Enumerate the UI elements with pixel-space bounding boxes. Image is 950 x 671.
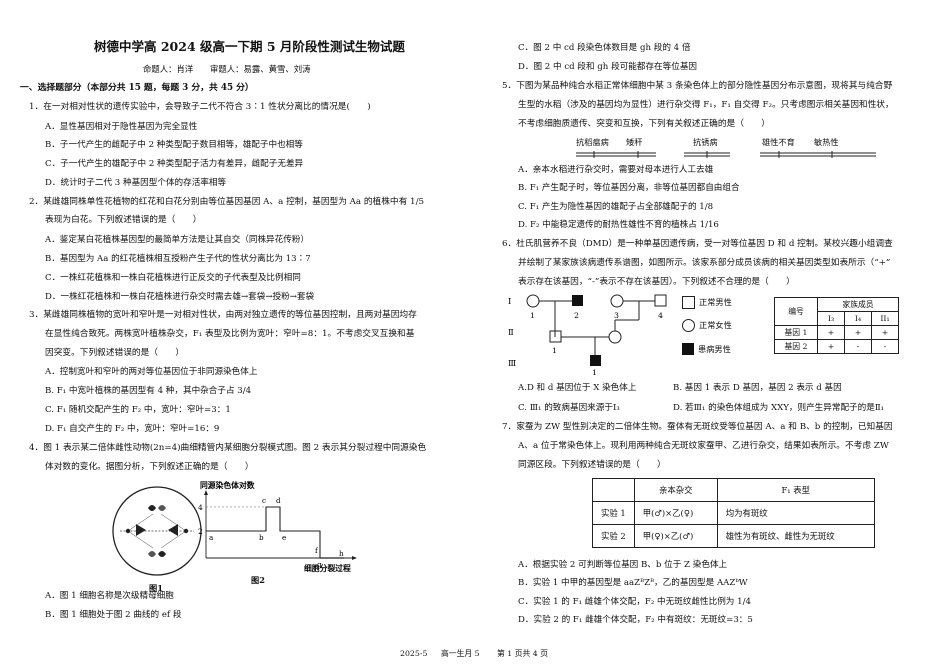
q4-stem-1: 4．图 1 表示某二倍体雌性动物(2n=4)曲细精管内某细胞分裂模式图。图 2 … bbox=[29, 443, 427, 453]
svg-text:1: 1 bbox=[592, 368, 597, 376]
q1-option-c: C．子一代产生的雄配子中 2 种类型配子活力有差异，雌配子无差异 bbox=[45, 159, 304, 169]
gene-label-heat: 敏热性 bbox=[814, 137, 839, 147]
figure2-y-axis-label: 同源染色体对数 bbox=[200, 480, 255, 490]
footer-course: 高一生月 5 bbox=[441, 649, 480, 658]
footer-date: 2025-5 bbox=[400, 649, 428, 658]
svg-text:4: 4 bbox=[658, 311, 663, 320]
q3-option-a: A．控制宽叶和窄叶的两对等位基因位于非同源染色体上 bbox=[45, 367, 258, 377]
svg-text:1: 1 bbox=[552, 346, 557, 355]
svg-text:a: a bbox=[209, 533, 214, 542]
table-row: 基因 1 + + + bbox=[774, 325, 899, 340]
normal-female-icon bbox=[682, 319, 695, 332]
gene-label-rust: 抗锈病 bbox=[693, 137, 718, 147]
q6-stem-1: 6．杜氏肌营养不良（DMD）是一种单基因遗传病，受一对等位基因 D 和 d 控制… bbox=[502, 239, 893, 249]
q6-option-b: B. 基因 1 表示 D 基因，基因 2 表示 d 基因 bbox=[673, 383, 842, 393]
q7-stem-3: 同源区段。下列叙述错误的是（ ） bbox=[518, 460, 666, 470]
figure2-ytick-2: 2 bbox=[198, 527, 203, 536]
q7-stem-2: A、a 位于常染色体上。现利用两种纯合无斑纹家蚕甲、乙进行杂交，结果如表所示。不… bbox=[518, 441, 889, 451]
q7-option-a: A．根据实验 2 可判断等位基因 B、b 位于 Z 染色体上 bbox=[518, 560, 728, 570]
chromosome-diagram bbox=[576, 151, 876, 158]
q5-option-d: D. F₂ 中能稳定遗传的耐热性雄性不育的植株占 1/16 bbox=[518, 220, 719, 230]
q5-option-c: C. F₁ 产生为隐性基因的雄配子占全部雄配子的 1/8 bbox=[518, 202, 714, 212]
svg-text:b: b bbox=[259, 533, 264, 542]
q3-option-b: B. F₁ 中宽叶植株的基因型有 4 种，其中杂合子占 3/4 bbox=[45, 386, 252, 396]
svg-text:c: c bbox=[262, 496, 266, 505]
q7-option-b: B．实验 1 中甲的基因型是 aaZᴮZᴮ，乙的基因型是 AAZᵇW bbox=[518, 578, 748, 588]
gene-label-dwarf: 矮秆 bbox=[626, 137, 643, 147]
generation-label-1: Ⅰ bbox=[508, 297, 511, 307]
figure2-ytick-4: 4 bbox=[198, 503, 203, 512]
q5-stem-2: 生型的水稻（涉及的基因均为显性）进行杂交得 F₁，F₁ 自交得 F₂。只考虑图示… bbox=[518, 100, 894, 110]
q3-stem-2: 在显性纯合致死。两株宽叶植株杂交，F₁ 表型及比例为宽叶：窄叶=8：1。不考虑交… bbox=[45, 329, 415, 339]
table-row: 实验 2 甲(♀)×乙(♂) 雄性为有斑纹、雌性为无斑纹 bbox=[592, 524, 875, 548]
q4-option-a: A．图 1 细胞名称是次级精母细胞 bbox=[45, 591, 174, 601]
q2-option-a: A．鉴定某白花植株基因型的最简单方法是让其自交（同株异花传粉） bbox=[45, 235, 310, 245]
legend-affected-male: 患病男性 bbox=[682, 343, 731, 355]
q7-stem-1: 7．家蚕为 ZW 型性别决定的二倍体生物。蚕体有无斑纹受等位基因 A、a 和 B… bbox=[502, 422, 893, 432]
q4-stem-2: 体对数的变化。据图分析，下列叙述正确的是（ ） bbox=[45, 462, 254, 472]
gene-label-blast: 抗稻瘟病 bbox=[576, 137, 609, 147]
figure2-label: 图2 bbox=[251, 575, 265, 585]
q1-stem: 1．在一对相对性状的遗传实验中，会导致子二代不符合 3∶1 性状分离比的情况是(… bbox=[29, 102, 371, 112]
svg-text:f: f bbox=[315, 546, 319, 555]
q2-option-b: B．基因型为 Aa 的红花植株相互授粉产生子代的性状分离比为 13∶7 bbox=[45, 254, 311, 264]
q1-option-b: B．子一代产生的雌配子中 2 种类型配子数目相等，雄配子中也相等 bbox=[45, 140, 303, 150]
q3-stem-1: 3．某雌雄同株植物的宽叶和窄叶是一对相对性状，由两对独立遗传的等位基因控制，且两… bbox=[29, 310, 417, 320]
figure2-x-axis-label: 细胞分裂过程 bbox=[304, 563, 351, 573]
generation-label-3: Ⅲ bbox=[508, 359, 516, 369]
cross-table: 亲本杂交 F₁ 表型 实验 1 甲(♂)×乙(♀) 均为有斑纹 实验 2 甲(♀… bbox=[592, 478, 875, 548]
q2-stem-2: 表现为白花。下列叙述错误的是（ ） bbox=[45, 215, 202, 225]
legend-normal-male: 正常男性 bbox=[682, 296, 732, 309]
q1-option-d: D．统计时子二代 3 种基因型个体的存活率相等 bbox=[45, 178, 227, 188]
svg-text:e: e bbox=[282, 533, 286, 542]
svg-text:d: d bbox=[276, 496, 281, 505]
svg-text:h: h bbox=[339, 549, 344, 558]
pedigree-chart: Ⅰ Ⅱ Ⅲ 1 2 3 4 1 1 bbox=[508, 294, 667, 376]
q1-option-a: A．显性基因相对于隐性基因为完全显性 bbox=[45, 122, 198, 132]
figure1-cell-diagram bbox=[112, 486, 202, 576]
q7-option-c: C．实验 1 的 F₁ 雌雄个体交配，F₂ 中无斑纹雌性比例为 1/4 bbox=[518, 597, 751, 607]
q4-option-b: B．图 1 细胞处于图 2 曲线的 ef 段 bbox=[45, 610, 182, 620]
q5-stem-3: 不考虑细胞质遗传、突变和互换，下列有关叙述正确的是（ ） bbox=[518, 119, 770, 129]
q2-option-c: C．一株红花植株和一株白花植株进行正反交的子代表型及比例相同 bbox=[45, 273, 301, 283]
q3-option-d: D. F₁ 自交产生的 F₂ 中，宽叶：窄叶=16：9 bbox=[45, 424, 220, 434]
q2-stem-1: 2．某雌雄同株单性花植物的红花和白花分别由等位基因基因 A、a 控制，基因型为 … bbox=[29, 197, 425, 207]
gene-label-sterile: 雄性不育 bbox=[762, 137, 795, 147]
table-row: 基因 2 + - - bbox=[774, 339, 899, 354]
q6-option-d: D. 若Ⅲ₁ 的染色体组成为 XXY，则产生异常配子的是Ⅱ₁ bbox=[673, 403, 885, 413]
q2-option-d: D．一株红花植株和一株白花植株进行杂交时需去雄→套袋→授粉→套袋 bbox=[45, 292, 315, 302]
q3-option-c: C. F₁ 随机交配产生的 F₂ 中，宽叶：窄叶=3：1 bbox=[45, 405, 231, 415]
q5-option-a: A．亲本水稻进行杂交时，需要对母本进行人工去雄 bbox=[518, 165, 714, 175]
section-heading: 一、选择题部分（本部分共 15 题，每题 3 分，共 45 分） bbox=[20, 83, 254, 93]
q6-stem-3: 表示存在该基因，“-”表示不存在该基因）。下列叙述不合理的是（ ） bbox=[518, 277, 795, 287]
generation-label-2: Ⅱ bbox=[508, 328, 514, 338]
footer-page-number: 第 1 页共 4 页 bbox=[497, 649, 549, 658]
svg-text:1: 1 bbox=[530, 311, 535, 320]
q4-option-d: D．图 2 中 cd 段和 gh 段可能都存在等位基因 bbox=[518, 62, 698, 72]
q6-stem-2: 并绘制了某家族该病遗传系谱图，如图所示。该家系部分成员该病的相关基因类型如表所示… bbox=[518, 258, 891, 268]
table-row: 实验 1 甲(♂)×乙(♀) 均为有斑纹 bbox=[592, 501, 875, 525]
page-title: 树德中学高 2024 级高一下期 5 月阶段性测试生物试题 bbox=[94, 39, 405, 54]
q6-option-c: C. Ⅲ₁ 的致病基因来源于Ⅰ₃ bbox=[518, 403, 620, 413]
svg-text:g: g bbox=[317, 560, 322, 569]
svg-text:2: 2 bbox=[574, 311, 579, 320]
svg-text:3: 3 bbox=[614, 311, 619, 320]
figure2-graph: 同源染色体对数 4 2 a b c d e f g h 细胞分裂过程 bbox=[198, 480, 357, 573]
figure1-label: 图1 bbox=[149, 583, 163, 593]
q4-option-c: C．图 2 中 cd 段染色体数目是 gh 段的 4 倍 bbox=[518, 43, 691, 53]
affected-male-icon bbox=[682, 343, 694, 355]
authors-line: 命题人：肖洋 审题人：易露、黄雪、刘涛 bbox=[143, 64, 311, 74]
q5-stem-1: 5．下图为某品种纯合水稻正常体细胞中某 3 条染色体上的部分隐性基因分布示意图，… bbox=[502, 81, 893, 91]
gene-table: 编号 家族成员 I₃ I₄ II₁ 基因 1 + + + 基因 2 + - - bbox=[774, 297, 899, 354]
q6-option-a: A.D 和 d 基因位于 X 染色体上 bbox=[518, 383, 637, 393]
normal-male-icon bbox=[682, 296, 695, 309]
q7-option-d: D．实验 2 的 F₁ 雌雄个体交配，F₂ 中有斑纹：无斑纹=3：5 bbox=[518, 615, 753, 625]
q3-stem-3: 因突变。下列叙述错误的是（ ） bbox=[45, 348, 184, 358]
q5-option-b: B. F₁ 产生配子时，等位基因分离，非等位基因都自由组合 bbox=[518, 183, 740, 193]
legend-normal-female: 正常女性 bbox=[682, 319, 732, 332]
